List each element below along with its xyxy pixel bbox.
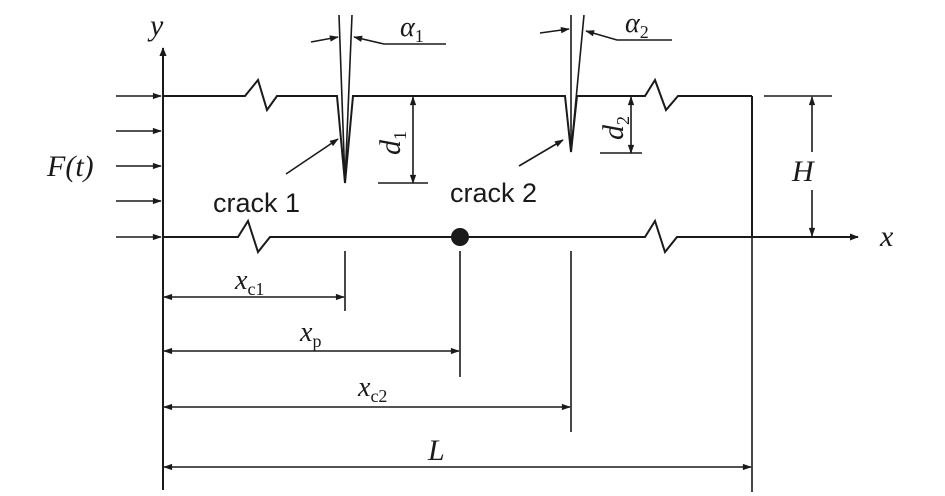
- crack-2-depth-label: d2: [597, 116, 633, 140]
- xc1-label: xc1: [234, 265, 264, 299]
- crack-1-angle-lines: [338, 14, 353, 184]
- crack-2-angle-lines: [570, 14, 585, 153]
- beam-top-edge: [163, 77, 752, 184]
- load-label: F(t): [46, 150, 94, 183]
- measurement-point: [451, 228, 469, 246]
- load-arrows: [116, 92, 162, 241]
- crack-2-pointer-arrow: [518, 139, 564, 167]
- crack-1-angle-arrow-right: [353, 35, 446, 45]
- crack-1-pointer-arrow: [285, 138, 339, 175]
- crack-1-label: crack 1: [213, 188, 300, 218]
- x-axis-label: x: [879, 220, 894, 253]
- crack-2-label: crack 2: [450, 178, 537, 208]
- xc2-label: xc2: [357, 372, 387, 406]
- xp-label: xp: [299, 317, 321, 351]
- L-label: L: [427, 434, 445, 467]
- crack-2-angle-arrow-left: [539, 26, 570, 34]
- crack-2-angle-arrow-right: [585, 30, 672, 41]
- crack-1-angle-label: α1: [400, 12, 424, 46]
- crack-1-angle-arrow-left: [310, 35, 339, 43]
- crack-1-depth-label: d1: [374, 131, 410, 155]
- y-axis-label: y: [147, 9, 164, 42]
- height-label: H: [791, 155, 816, 188]
- crack-2-angle-label: α2: [625, 8, 649, 42]
